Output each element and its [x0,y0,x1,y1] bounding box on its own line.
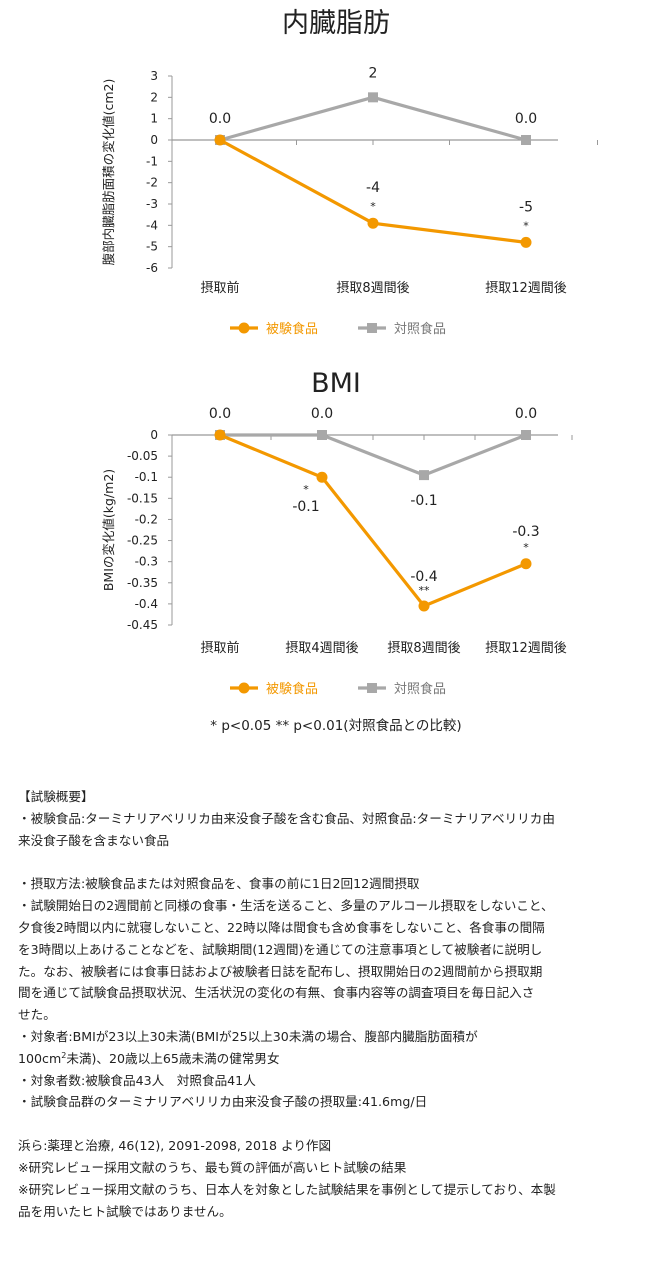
data-label: 0.0 [311,406,333,422]
notes-line: ・摂取方法:被験食品または対照食品を、食事の前に1日2回12週間摂取 [18,876,420,892]
notes-line: ・試験開始日の2週間前と同様の食事・生活を送ること、多量のアルコール摂取をしない… [18,898,554,914]
notes-line: を3時間以上あけることなどを、試験期間(12週間)を通じての注意事項として被験者… [18,941,543,957]
notes-line: 間を通じて試験食品摂取状況、生活状況の変化の有無、食事内容等の調査項目を毎日記入… [18,985,535,1001]
chart-title: 内臓脂肪 [282,8,390,39]
y-tick-label: -0.3 [135,555,158,569]
legend-marker-control [367,683,377,693]
visceral-fat-chart: 内臓脂肪腹部内臓脂肪面積の変化値(cm2) 3 2 1 0 -1 -2 -3 -4 -5 -6 摂取前… [0,0,672,345]
notes-area-sup: 2 [61,1050,67,1060]
data-point-test [316,471,328,483]
y-tick-label: -0.15 [127,491,158,505]
x-tick-label: 摂取4週間後 [285,640,358,656]
data-label: 0.0 [515,111,537,127]
significance-mark: * [370,200,376,213]
data-label: 2 [369,65,378,81]
y-tick-label: -0.2 [135,512,158,526]
y-tick-label: -2 [146,176,158,190]
data-point-control [317,430,327,440]
legend-label-test: 被験食品 [266,681,318,697]
significance-footnote: * p<0.05 ** p<0.01(対照食品との比較) [210,717,461,734]
data-label: -4 [366,180,380,196]
data-point-control [419,470,429,481]
notes-line: ・試験食品群のターミナリアベリリカ由来没食子酸の摂取量:41.6mg/日 [18,1094,428,1110]
data-label: 0.0 [209,111,231,127]
x-tick-label: 摂取8週間後 [336,280,409,296]
data-label: -0.3 [512,524,539,540]
study-notes: 【試験概要】 ・被験食品:ターミナリアベリリカ由来没食子酸を含む食品、対照食品:… [18,786,658,1222]
notes-line: ・被験食品:ターミナリアベリリカ由来没食子酸を含む食品、対照食品:ターミナリアベ… [18,810,555,826]
y-tick-label: -4 [146,218,158,232]
y-tick-label: -0.35 [127,576,158,590]
data-point-test [520,236,532,248]
data-point-test [418,600,430,612]
notes-line: ※研究レビュー採用文献のうち、最も質の評価が高いヒト試験の結果 [18,1159,407,1175]
x-tick-label: 摂取8週間後 [387,640,460,656]
series-line-test [219,433,527,608]
series-line-control [219,95,527,142]
data-label: 0.0 [209,406,231,422]
y-tick-label: -0.25 [127,534,158,548]
y-tick-label: -0.05 [127,449,158,463]
legend-label-control: 対照食品 [394,321,446,337]
notes-line: 夕食後2時間以内に就寝しないこと、22時以降は間食も含め食事をしないこと、各食事… [18,919,545,935]
y-tick-label: -6 [146,261,158,275]
data-label: -0.1 [292,499,319,515]
data-point-control [521,135,531,145]
legend-label-test: 被験食品 [266,321,318,337]
significance-mark: * [523,219,529,232]
data-label: -0.4 [410,569,437,585]
bmi-chart-svg: BMI BMIの変化値(kg/m2) 0 -0.05 -0.1 -0.15 -0.2 -0.2… [101,368,573,734]
data-label: 0.0 [515,406,537,422]
notes-header: 【試験概要】 [18,789,94,804]
y-tick-label: 0 [150,133,158,147]
data-point-control [521,430,531,440]
y-tick-label: -0.4 [135,597,158,611]
y-tick-label: -1 [146,154,158,168]
data-point-control [368,92,378,103]
x-tick-label: 摂取前 [200,640,239,656]
notes-area-rest: 未満)、20歳以上65歳未満の健常男女 [66,1050,280,1066]
y-tick-label: 3 [150,69,158,83]
notes-line: 浜ら:薬理と治療, 46(12), 2091-2098, 2018 より作図 [18,1138,332,1154]
notes-line: ※研究レビュー採用文献のうち、日本人を対象とした試験結果を事例として提示しており… [18,1181,556,1197]
y-tick-label: 0 [150,428,158,442]
legend-label-control: 対照食品 [394,681,446,697]
y-tick-label: -0.45 [127,618,158,632]
data-point-test [520,558,532,570]
series-line-control [220,433,527,477]
x-tick-label: 摂取前 [200,280,239,296]
data-point-test [367,217,379,229]
x-tick-label: 摂取12週間後 [485,280,567,296]
y-tick-label: -5 [146,240,158,254]
notes-area-value: 100cm [18,1050,62,1066]
y-tick-label: -0.1 [135,470,158,484]
y-axis-label: BMIの変化値(kg/m2) [101,469,116,591]
notes-line: た。なお、被験者には食事日誌および被験者日誌を配布し、摂取開始日の2週間前から摂… [18,963,543,979]
legend-marker-test [238,322,250,334]
significance-mark: * [523,541,529,554]
notes-line: 来没食子酸を含まない食品 [18,832,170,848]
data-label: -0.1 [410,493,437,509]
data-label: -5 [519,199,533,215]
y-tick-label: 2 [150,90,158,104]
data-point-test [214,429,226,441]
notes-line: ・対象者数:被験食品43人 対照食品41人 [18,1072,256,1088]
legend-marker-control [367,323,377,333]
significance-mark: * [303,483,309,496]
notes-line: せた。 [18,1007,56,1023]
x-tick-label: 摂取12週間後 [485,640,567,656]
legend-marker-test [238,682,250,694]
bmi-chart: BMI BMIの変化値(kg/m2) 0 -0.05 -0.1 -0.15 -0.2 -0.2… [0,360,672,750]
notes-line: ・対象者:BMIが23以上30未満(BMIが25以上30未満の場合、腹部内臓脂肪… [18,1028,478,1044]
y-tick-label: -3 [146,197,158,211]
y-axis-label: 腹部内臓脂肪面積の変化値(cm2) [101,79,116,266]
notes-line: 品を用いたヒト試験ではありません。 [18,1203,232,1219]
notes-line-area: 100cm2未満)、20歳以上65歳未満の健常男女 [18,1048,658,1070]
data-point-test [214,134,226,146]
y-tick-label: 1 [150,112,158,126]
chart-title: BMI [311,368,361,399]
significance-mark: ** [419,584,431,597]
